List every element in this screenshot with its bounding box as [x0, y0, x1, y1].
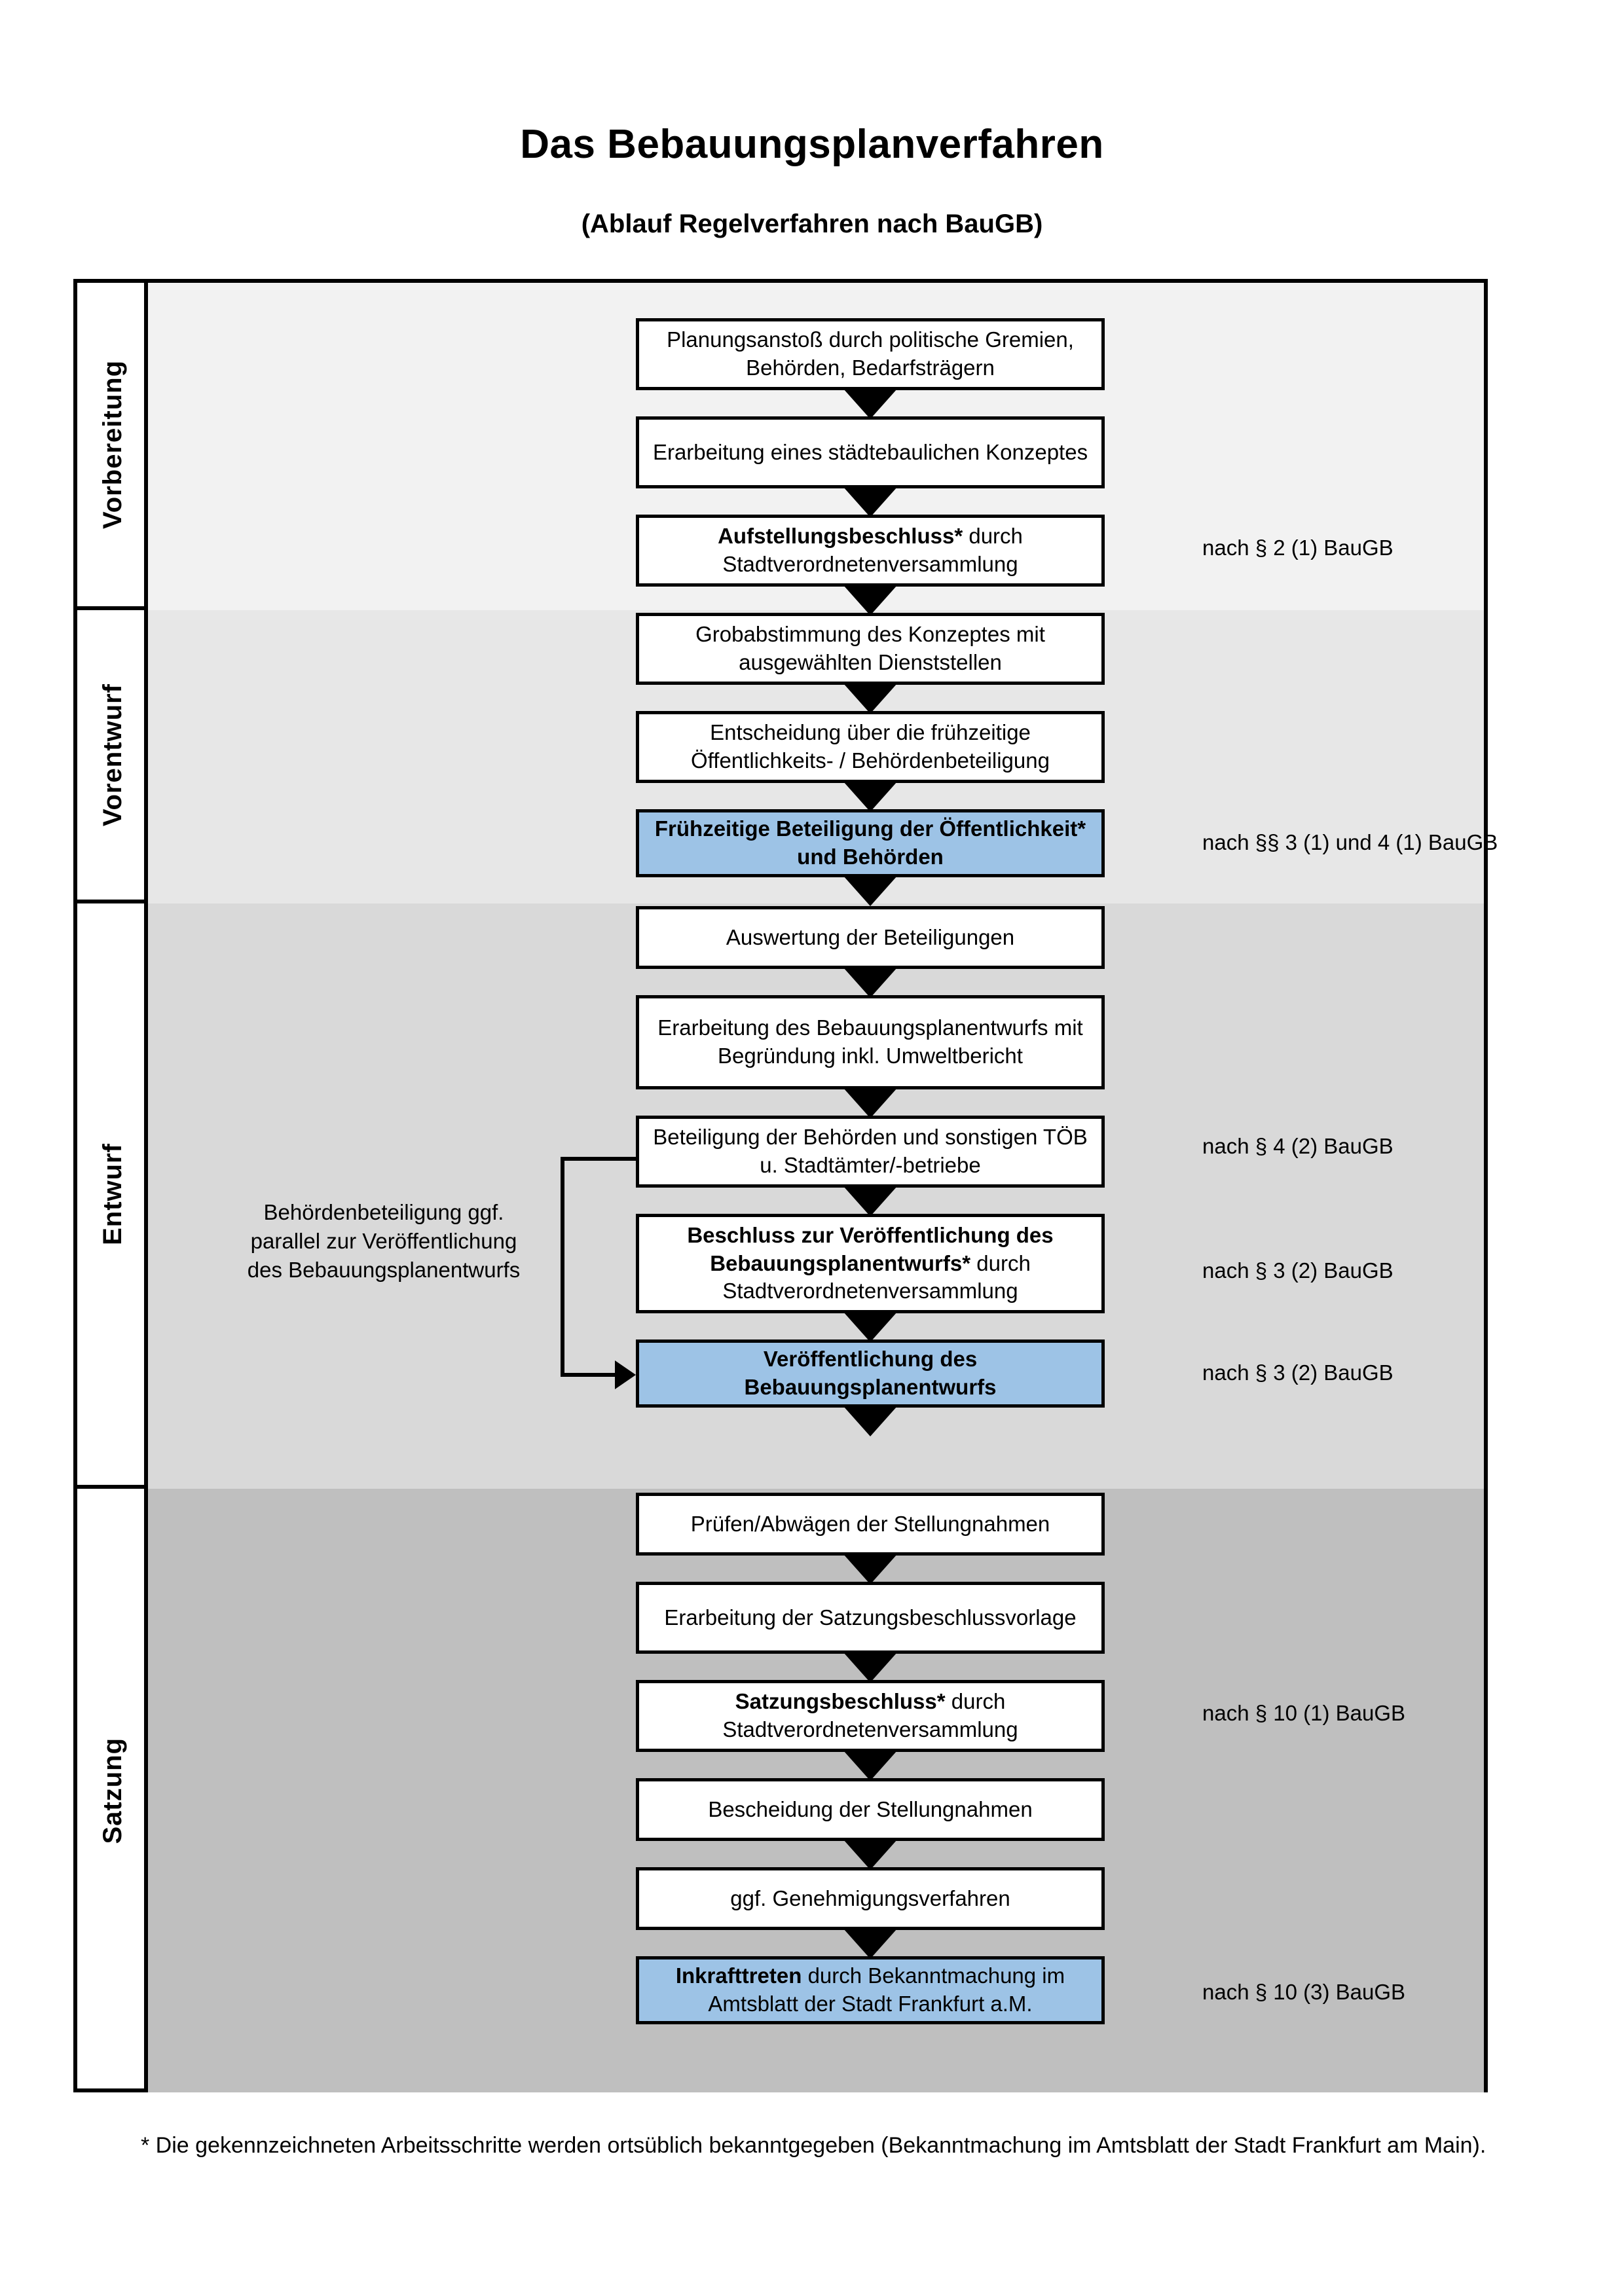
- process-box-bold-text: Satzungsbeschluss*: [735, 1689, 946, 1714]
- process-box-satzungsbeschluss[interactable]: Satzungsbeschluss* durch Stadtverordnete…: [636, 1680, 1105, 1752]
- process-box-planungsanstoss[interactable]: Planungsanstoß durch politische Gremien,…: [636, 318, 1105, 390]
- law-reference-1: nach § 2 (1) BauGB: [1202, 536, 1393, 560]
- process-box-rest-text: durch Bekanntmachung im Amtsblatt der St…: [708, 1963, 1065, 2016]
- process-box-text: ggf. Genehmigungsverfahren: [730, 1886, 1010, 1910]
- process-box-genehmigungsverfahren[interactable]: ggf. Genehmigungsverfahren: [636, 1867, 1105, 1930]
- process-box-text: Prüfen/Abwägen der Stellungnahmen: [690, 1511, 1050, 1536]
- phase-label-entwurf: Entwurf: [77, 903, 148, 1489]
- parallel-connector-arrowhead-icon: [615, 1360, 636, 1389]
- process-box-erarbeitung-satzungsvorlage[interactable]: Erarbeitung der Satzungsbeschlussvorlage: [636, 1582, 1105, 1654]
- process-box-text: Planungsanstoß durch politische Gremien,…: [667, 327, 1074, 380]
- flow-arrow-down-icon: [843, 1840, 897, 1870]
- flow-arrow-down-icon: [843, 683, 897, 714]
- process-box-text: Bescheidung der Stellungnahmen: [708, 1796, 1033, 1821]
- phase-label-text: Vorentwurf: [98, 683, 127, 827]
- process-box-text: Grobabstimmung des Konzeptes mit ausgewä…: [695, 622, 1045, 674]
- law-reference-2: nach §§ 3 (1) und 4 (1) BauGB: [1202, 830, 1498, 854]
- process-box-inkrafttreten[interactable]: Inkrafttreten durch Bekanntmachung im Am…: [636, 1956, 1105, 2024]
- process-box-text: Beschluss zur Veröffentlichung des Bebau…: [647, 1222, 1094, 1306]
- flowchart-frame: Vorbereitung Vorentwurf Entwurf Satzung …: [73, 279, 1498, 2092]
- flowchart-content: Planungsanstoß durch politische Gremien,…: [148, 283, 1498, 2092]
- process-box-bold-text: Inkrafttreten: [675, 1963, 802, 1988]
- phase-label-vorbereitung: Vorbereitung: [77, 283, 148, 610]
- process-box-pruefen-abwaegen[interactable]: Prüfen/Abwägen der Stellungnahmen: [636, 1493, 1105, 1556]
- law-reference-7: nach § 10 (3) BauGB: [1202, 1980, 1406, 2004]
- phase-label-text: Entwurf: [98, 1143, 127, 1245]
- phase-label-vorentwurf: Vorentwurf: [77, 610, 148, 903]
- process-box-aufstellungsbeschluss[interactable]: Aufstellungsbeschluss* durch Stadtverord…: [636, 515, 1105, 587]
- page-title: Das Bebauungsplanverfahren: [520, 122, 1104, 167]
- process-box-text: Erarbeitung der Satzungsbeschlussvorlage: [664, 1605, 1077, 1630]
- flow-arrow-down-icon: [843, 1088, 897, 1118]
- flow-arrow-down-icon: [843, 1186, 897, 1216]
- process-box-bold-text: Beschluss zur Veröffentlichung des Bebau…: [687, 1222, 1054, 1275]
- process-box-bescheidung-stellungnahmen[interactable]: Bescheidung der Stellungnahmen: [636, 1778, 1105, 1841]
- process-box-erarbeitung-entwurf[interactable]: Erarbeitung des Bebauungsplanentwurfs mi…: [636, 995, 1105, 1089]
- phase-label-column: Vorbereitung Vorentwurf Entwurf Satzung: [77, 283, 148, 2088]
- process-box-rest-text: durch Stadtverordnetenversammlung: [722, 1250, 1031, 1303]
- process-box-text: Beteiligung der Behörden und sonstigen T…: [653, 1125, 1088, 1177]
- process-box-bold-text: Aufstellungsbeschluss*: [718, 524, 963, 549]
- process-box-text: Erarbeitung eines städtebaulichen Konzep…: [652, 439, 1088, 464]
- parallel-connector-top-segment: [561, 1157, 638, 1161]
- process-box-rest-text: durch Stadtverordnetenversammlung: [722, 524, 1023, 576]
- flow-arrow-down-icon: [843, 1406, 897, 1436]
- flow-arrow-down-icon: [843, 782, 897, 812]
- process-box-staedtebauliches-konzept[interactable]: Erarbeitung eines städtebaulichen Konzep…: [636, 416, 1105, 488]
- law-reference-3: nach § 4 (2) BauGB: [1202, 1134, 1393, 1158]
- process-box-rest-text: durch Stadtverordnetenversammlung: [722, 1689, 1018, 1741]
- flow-arrow-down-icon: [843, 389, 897, 419]
- page-subtitle: (Ablauf Regelverfahren nach BauGB): [581, 210, 1043, 238]
- process-box-text: Auswertung der Beteiligungen: [726, 924, 1015, 949]
- process-box-beteiligung-behoerden-toeb[interactable]: Beteiligung der Behörden und sonstigen T…: [636, 1116, 1105, 1188]
- flow-arrow-down-icon: [843, 1554, 897, 1584]
- parallel-connector-bottom-segment: [561, 1373, 617, 1377]
- process-box-bold-text: Veröffentlichung des Bebauungsplanentwur…: [744, 1347, 997, 1399]
- flow-arrow-down-icon: [843, 585, 897, 615]
- flow-arrow-down-icon: [843, 1312, 897, 1342]
- process-box-grobabstimmung[interactable]: Grobabstimmung des Konzeptes mit ausgewä…: [636, 613, 1105, 685]
- phase-label-text: Satzung: [98, 1737, 127, 1844]
- flow-arrow-down-icon: [843, 487, 897, 517]
- phase-label-text: Vorbereitung: [98, 360, 127, 529]
- process-box-text: Entscheidung über die frühzeitige Öffent…: [691, 720, 1050, 773]
- footnote-text: * Die gekennzeichneten Arbeitsschritte w…: [141, 2133, 1486, 2158]
- flow-arrow-down-icon: [843, 1929, 897, 1959]
- parallel-connector-vertical-segment: [561, 1157, 564, 1377]
- process-box-text: Inkrafttreten durch Bekanntmachung im Am…: [647, 1962, 1094, 2018]
- process-box-fruehzeitige-beteiligung[interactable]: Frühzeitige Beteiligung der Öffentlichke…: [636, 809, 1105, 877]
- process-box-beschluss-veroeffentlichung[interactable]: Beschluss zur Veröffentlichung des Bebau…: [636, 1214, 1105, 1313]
- process-box-text: Satzungsbeschluss* durch Stadtverordnete…: [647, 1688, 1094, 1744]
- process-box-auswertung-beteiligungen[interactable]: Auswertung der Beteiligungen: [636, 906, 1105, 969]
- law-reference-4: nach § 3 (2) BauGB: [1202, 1258, 1393, 1283]
- law-reference-5: nach § 3 (2) BauGB: [1202, 1360, 1393, 1385]
- process-box-text: Erarbeitung des Bebauungsplanentwurfs mi…: [657, 1015, 1083, 1068]
- process-box-entscheidung-beteiligung[interactable]: Entscheidung über die frühzeitige Öffent…: [636, 711, 1105, 783]
- flow-arrow-down-icon: [843, 968, 897, 998]
- flow-arrow-down-icon: [843, 876, 897, 906]
- flow-arrow-down-icon: [843, 1751, 897, 1781]
- phase-label-satzung: Satzung: [77, 1489, 148, 2092]
- process-box-text: Aufstellungsbeschluss* durch Stadtverord…: [647, 522, 1094, 579]
- process-box-veroeffentlichung-entwurf[interactable]: Veröffentlichung des Bebauungsplanentwur…: [636, 1339, 1105, 1408]
- process-box-bold-text: Frühzeitige Beteiligung der Öffentlichke…: [654, 816, 1086, 869]
- flow-arrow-down-icon: [843, 1652, 897, 1683]
- law-reference-6: nach § 10 (1) BauGB: [1202, 1701, 1406, 1725]
- annotation-note: Behördenbeteiligung ggf. parallel zur Ve…: [247, 1200, 521, 1283]
